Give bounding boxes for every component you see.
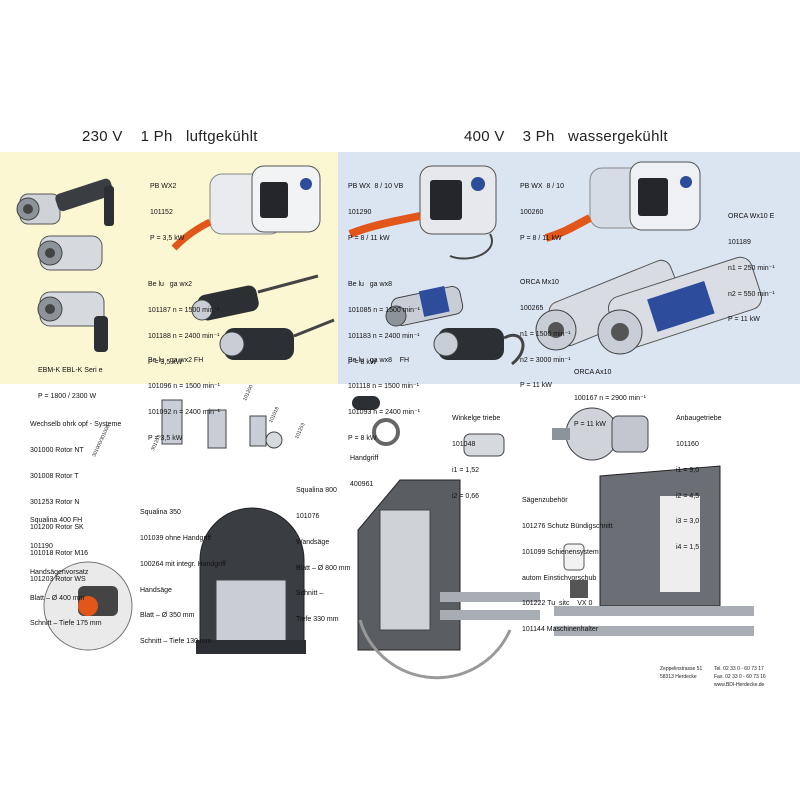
squalina-350-text: Squalina 350 101039 ohne Handgriff 10026… [140, 509, 226, 646]
beluga-wx2-fh-illustration [219, 318, 335, 360]
beluga-wx8-text: Be lu ga wx8 101085 n = 1500 min⁻¹ 10118… [348, 281, 420, 366]
footer-web: www.BDI-Herdecke.de [714, 682, 765, 688]
saegenzubehoer-text: Sägenzubehör 101276 Schutz Bündigschnitt… [522, 497, 613, 634]
drill-machine-illustration-2 [37, 235, 103, 271]
pb-wx-8-10-vb-illustration [348, 165, 497, 260]
header-230v: 230 V 1 Ph luftgekühlt [82, 128, 258, 145]
squalina-400-fh-illustration [43, 561, 133, 651]
beluga-wx2-text: Be lu ga wx2 101187 n = 1500 min⁻¹ 10118… [148, 281, 220, 366]
pb-wx2-text: PB WX2 101152 P = 3,5 kW [150, 183, 185, 242]
pb-wx2-unit-illustration [171, 165, 321, 251]
rotor-system-illustration [161, 399, 283, 449]
saw-accessory-illustration [554, 465, 754, 636]
drill-machine-illustration-3 [37, 291, 108, 352]
drill-machine-illustration-1 [16, 178, 114, 226]
angle-gear-illustration [463, 433, 505, 457]
beluga-wx2-illustration [191, 274, 319, 321]
squalina-400-fh-text: Squalina 400 FH 101190 Handsägenvorsatz … [30, 517, 102, 628]
orca-ax10-illustration [597, 256, 763, 355]
pb-wx-8-10-text: PB WX 8 / 10 100260 P = 8 / 11 kW [520, 183, 564, 242]
ebm-k-text: EBM-K EBL-K Seri e P = 1800 / 2300 W [38, 367, 103, 400]
anbaugetriebe-text: Anbaugetriebe 101160 i1 = 9,0 i2 = 4,5 i… [676, 415, 722, 552]
squalina-800-wall-saw-illustration [357, 479, 540, 680]
winkelgetriebe-text: Winkelge triebe 101048 i1 = 1,52 i2 = 0,… [452, 415, 501, 500]
beluga-wx2-fh-text: Be lu ga wx2 FH 101096 n = 1500 min⁻¹ 10… [148, 357, 220, 442]
footer-fax: Fax. 02 33 0 - 60 73 16 [714, 674, 766, 680]
pb-wx-8-10-vb-text: PB WX 8 / 10 VB 101290 P = 8 / 11 kW [348, 183, 404, 242]
beluga-wx8-fh-text: Be lu ga wx8 FH 101118 n = 1500 min⁻¹ 10… [348, 357, 420, 442]
squalina-800-text: Squalina 800 101076 Wandsäge Blatt – Ø 8… [296, 487, 351, 624]
wechselbohrkopf-text: Wechselb ohrk opf - Systeme 301000 Rotor… [30, 421, 122, 583]
header-400v: 400 V 3 Ph wassergekühlt [464, 128, 668, 145]
orca-ax10-text: ORCA Ax10 100167 n = 2900 min⁻¹ P = 11 k… [574, 369, 646, 428]
orca-mx10-text: ORCA Mx10 100265 n1 = 1500 min⁻¹ n2 = 30… [520, 279, 571, 390]
footer-address-1: Zeppelinstrasse 51 [660, 666, 703, 672]
beluga-wx8-illustration [385, 285, 464, 327]
orca-wx10e-text: ORCA Wx10 E 101189 n1 = 250 min⁻¹ n2 = 5… [728, 213, 775, 324]
handgriff-text: Handgriff 400961 [350, 455, 379, 488]
attachment-gear-illustration [552, 407, 649, 461]
squalina-350-illustration [196, 507, 306, 654]
beluga-wx8-fh-illustration [433, 328, 525, 366]
footer-address-2: 58313 Herdecke [660, 674, 697, 680]
footer-tel: Tel. 02 33 0 - 60 73 17 [714, 666, 764, 672]
handgrip-illustration [352, 396, 400, 446]
pb-wx-8-10-illustration [544, 161, 701, 242]
